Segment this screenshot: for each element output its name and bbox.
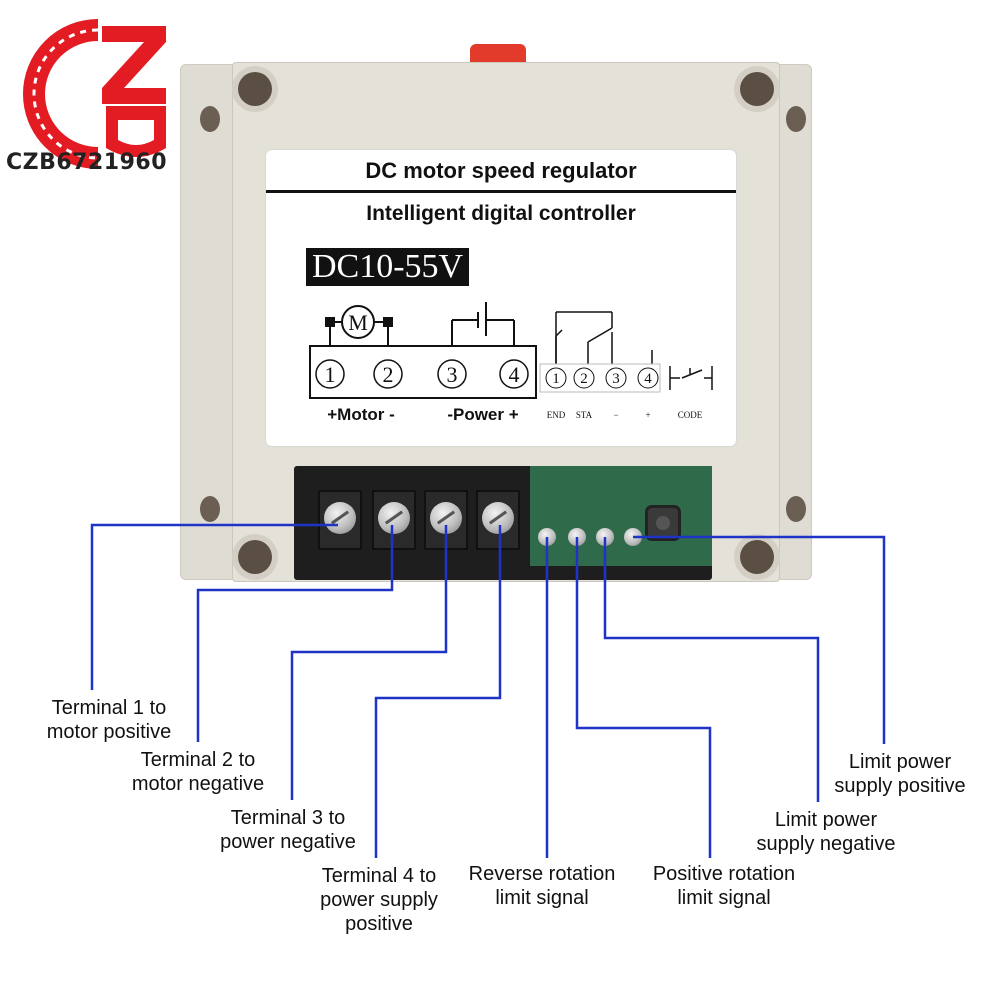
main-terminal-screw-1[interactable] [318, 490, 362, 550]
voltage-rating: DC10-55V [306, 248, 470, 286]
side-hole-top-left [200, 106, 220, 132]
mounting-hole-bottom-left [238, 540, 272, 574]
mounting-hole-top-left [238, 72, 272, 106]
callout-reverse-limit: Reverse rotation limit signal [468, 863, 616, 909]
signal-terminal-2: 2 [580, 371, 588, 387]
main-terminal-screw-3[interactable] [424, 490, 468, 550]
wiring-schematic: M 1 2 3 4 +Motor - [309, 302, 713, 424]
signal-terminal-screw-2[interactable] [568, 528, 586, 546]
side-hole-top-right [786, 106, 806, 132]
motor-group-label: +Motor - [327, 405, 395, 424]
code-switch-icon [669, 366, 713, 390]
signal-label-minus: − [613, 410, 618, 420]
product-label: DC motor speed regulator Intelligent dig… [266, 150, 736, 446]
signal-terminal-4: 4 [644, 371, 652, 387]
screw-icon [378, 502, 410, 534]
main-terminal-1: 1 [325, 362, 336, 387]
label-subtitle: Intelligent digital controller [366, 202, 636, 225]
motor-symbol-letter: M [348, 310, 368, 335]
signal-terminal-box [539, 363, 661, 393]
signal-terminal-screw-4[interactable] [624, 528, 642, 546]
main-terminal-4: 4 [509, 362, 520, 387]
callout-terminal-3: Terminal 3 to power negative [220, 807, 356, 853]
mounting-hole-top-right [740, 72, 774, 106]
signal-terminal-screw-3[interactable] [596, 528, 614, 546]
code-label: CODE [678, 410, 703, 420]
circuit-board [530, 466, 712, 566]
main-terminal-screw-4[interactable] [476, 490, 520, 550]
screw-icon [482, 502, 514, 534]
callout-limit-positive: Limit power supply positive [834, 751, 966, 797]
signal-terminal-1: 1 [552, 371, 560, 387]
signal-label-plus: + [645, 410, 650, 420]
main-terminal-screw-2[interactable] [372, 490, 416, 550]
label-title: DC motor speed regulator [365, 158, 637, 183]
leader-line-positive-limit [575, 537, 712, 858]
side-hole-bottom-left [200, 496, 220, 522]
power-source-icon [451, 302, 515, 346]
brand-text: CZB6721960 [6, 150, 168, 175]
callout-terminal-4: Terminal 4 to power supply positive [320, 865, 438, 935]
callout-positive-limit: Positive rotation limit signal [652, 863, 796, 909]
main-terminal-box [309, 345, 537, 399]
main-terminal-numbers: 1 2 3 4 [315, 359, 529, 389]
callout-terminal-2: Terminal 2 to motor negative [131, 749, 265, 795]
power-group-label: -Power + [447, 405, 518, 424]
screw-icon [430, 502, 462, 534]
callout-limit-negative: Limit power supply negative [756, 809, 896, 855]
screw-icon [324, 502, 356, 534]
motor-symbol-icon [325, 305, 393, 346]
code-button[interactable] [648, 508, 678, 538]
callout-terminal-1: Terminal 1 to motor positive [46, 697, 172, 743]
limit-switch-icon [555, 311, 653, 364]
signal-terminal-labels: END STA − + [547, 410, 651, 420]
signal-terminal-3: 3 [612, 371, 620, 387]
mounting-hole-bottom-right [740, 540, 774, 574]
signal-label-sta: STA [576, 410, 593, 420]
czb-logo-icon [23, 19, 166, 169]
side-hole-bottom-right [786, 496, 806, 522]
signal-terminal-numbers: 1 2 3 4 [545, 367, 659, 389]
signal-terminal-screw-1[interactable] [538, 528, 556, 546]
signal-label-end: END [547, 410, 566, 420]
main-terminal-2: 2 [383, 362, 394, 387]
label-divider [266, 190, 736, 193]
main-terminal-3: 3 [447, 362, 458, 387]
